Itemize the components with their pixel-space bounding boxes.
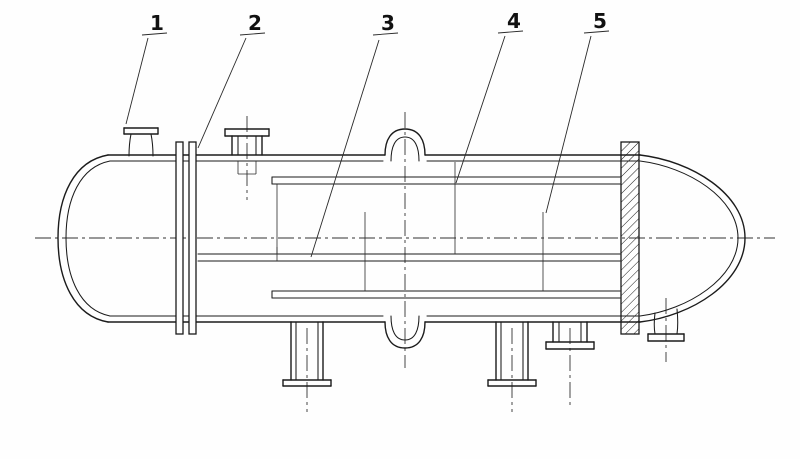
callout-5: 5	[593, 9, 607, 33]
bottom-flanged-nozzle	[545, 321, 595, 350]
left-head	[57, 154, 111, 323]
top-flanged-nozzle	[224, 128, 270, 175]
right-support	[487, 321, 537, 387]
callout-4: 4	[507, 9, 521, 33]
callout-3: 3	[381, 11, 395, 35]
expansion-joint	[384, 128, 426, 349]
callout-2: 2	[248, 11, 262, 35]
left-girth-flange	[175, 141, 197, 335]
vessel-shell	[107, 154, 641, 323]
left-support	[282, 321, 332, 387]
right-head	[639, 154, 746, 323]
baffles	[276, 162, 544, 291]
centerlines	[35, 112, 775, 412]
tube-bundle	[197, 176, 621, 299]
callout-leaders	[125, 30, 610, 258]
callout-numbers: 1 2 3 4 5	[150, 9, 607, 35]
callout-1: 1	[150, 11, 164, 35]
top-left-nozzle	[123, 127, 159, 157]
right-tubesheet	[620, 141, 640, 335]
bottom-small-nozzle	[647, 308, 685, 342]
